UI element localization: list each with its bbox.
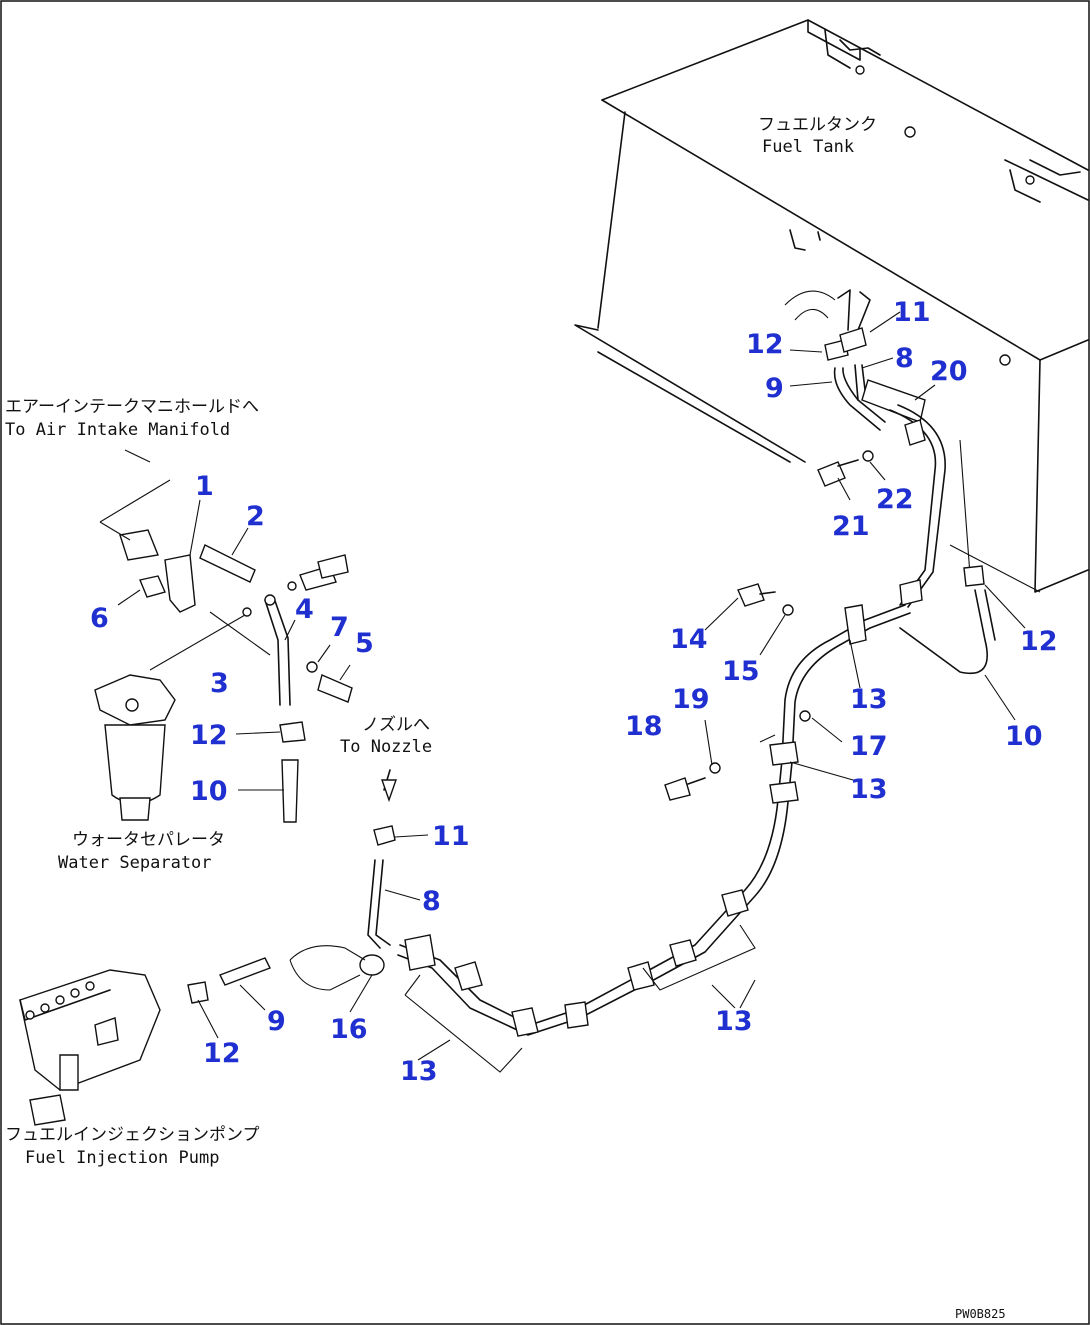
callout-13-d: 13: [400, 1056, 438, 1087]
callout-21: 21: [832, 511, 870, 542]
injection-pump: [19, 945, 366, 1126]
tank-outlet-fittings: [817, 327, 996, 674]
callout-12-left: 12: [190, 720, 228, 751]
air-intake-label-jp: エアーインテークマニホールドへ: [5, 397, 259, 417]
callout-5: 5: [355, 628, 374, 659]
callout-8-tank: 8: [895, 343, 914, 374]
callout-14: 14: [670, 624, 708, 655]
callout-6: 6: [90, 603, 109, 634]
fuel-tank-label-jp: フュエルタンク: [758, 115, 877, 135]
drawing-code: PW0B825: [955, 1307, 1006, 1321]
callout-13-c: 13: [715, 1006, 753, 1037]
callout-11-nozzle: 11: [432, 821, 470, 852]
callout-20: 20: [930, 356, 968, 387]
main-fuel-pipe: [359, 583, 911, 1073]
callout-numbers: 1 2 3 4 5 6 7 8 8 9 9 10 10 11 11 12 12 …: [90, 297, 1058, 1087]
callout-8-nozzle: 8: [422, 886, 441, 917]
water-separator: [94, 479, 353, 823]
callout-11-tank: 11: [893, 297, 931, 328]
callout-2: 2: [246, 501, 265, 532]
callout-1: 1: [195, 471, 214, 502]
leader-lines: [117, 311, 1026, 1061]
callout-7: 7: [330, 612, 349, 643]
callout-10-left: 10: [190, 776, 228, 807]
callout-15: 15: [722, 656, 760, 687]
callout-16: 16: [330, 1014, 368, 1045]
water-separator-label-jp: ウォータセパレータ: [72, 830, 225, 850]
callout-13-a: 13: [850, 684, 888, 715]
injection-pump-label-jp: フュエルインジェクションポンプ: [5, 1125, 260, 1145]
air-intake-arrow: [124, 449, 151, 463]
water-separator-label-en: Water Separator: [58, 853, 212, 873]
callout-9-tank: 9: [765, 373, 784, 404]
air-intake-label-en: To Air Intake Manifold: [5, 420, 230, 440]
callout-10-right: 10: [1005, 721, 1043, 752]
callout-18: 18: [625, 711, 663, 742]
callout-13-b: 13: [850, 774, 888, 805]
callout-4: 4: [295, 594, 314, 625]
callout-12-tank: 12: [746, 329, 784, 360]
callout-12-right: 12: [1020, 626, 1058, 657]
callout-17: 17: [850, 731, 888, 762]
callout-19: 19: [672, 684, 710, 715]
callout-3: 3: [210, 668, 229, 699]
fuel-tank-label-en: Fuel Tank: [762, 137, 854, 157]
callout-9-pump: 9: [267, 1006, 286, 1037]
callout-22: 22: [876, 484, 914, 515]
injection-pump-label-en: Fuel Injection Pump: [25, 1148, 219, 1168]
callout-12-pump: 12: [203, 1038, 241, 1069]
fuel-tank: [574, 19, 1089, 593]
nozzle-label-jp: ノズルへ: [362, 715, 430, 735]
nozzle-line: [367, 769, 397, 949]
nozzle-label-en: To Nozzle: [340, 737, 432, 757]
